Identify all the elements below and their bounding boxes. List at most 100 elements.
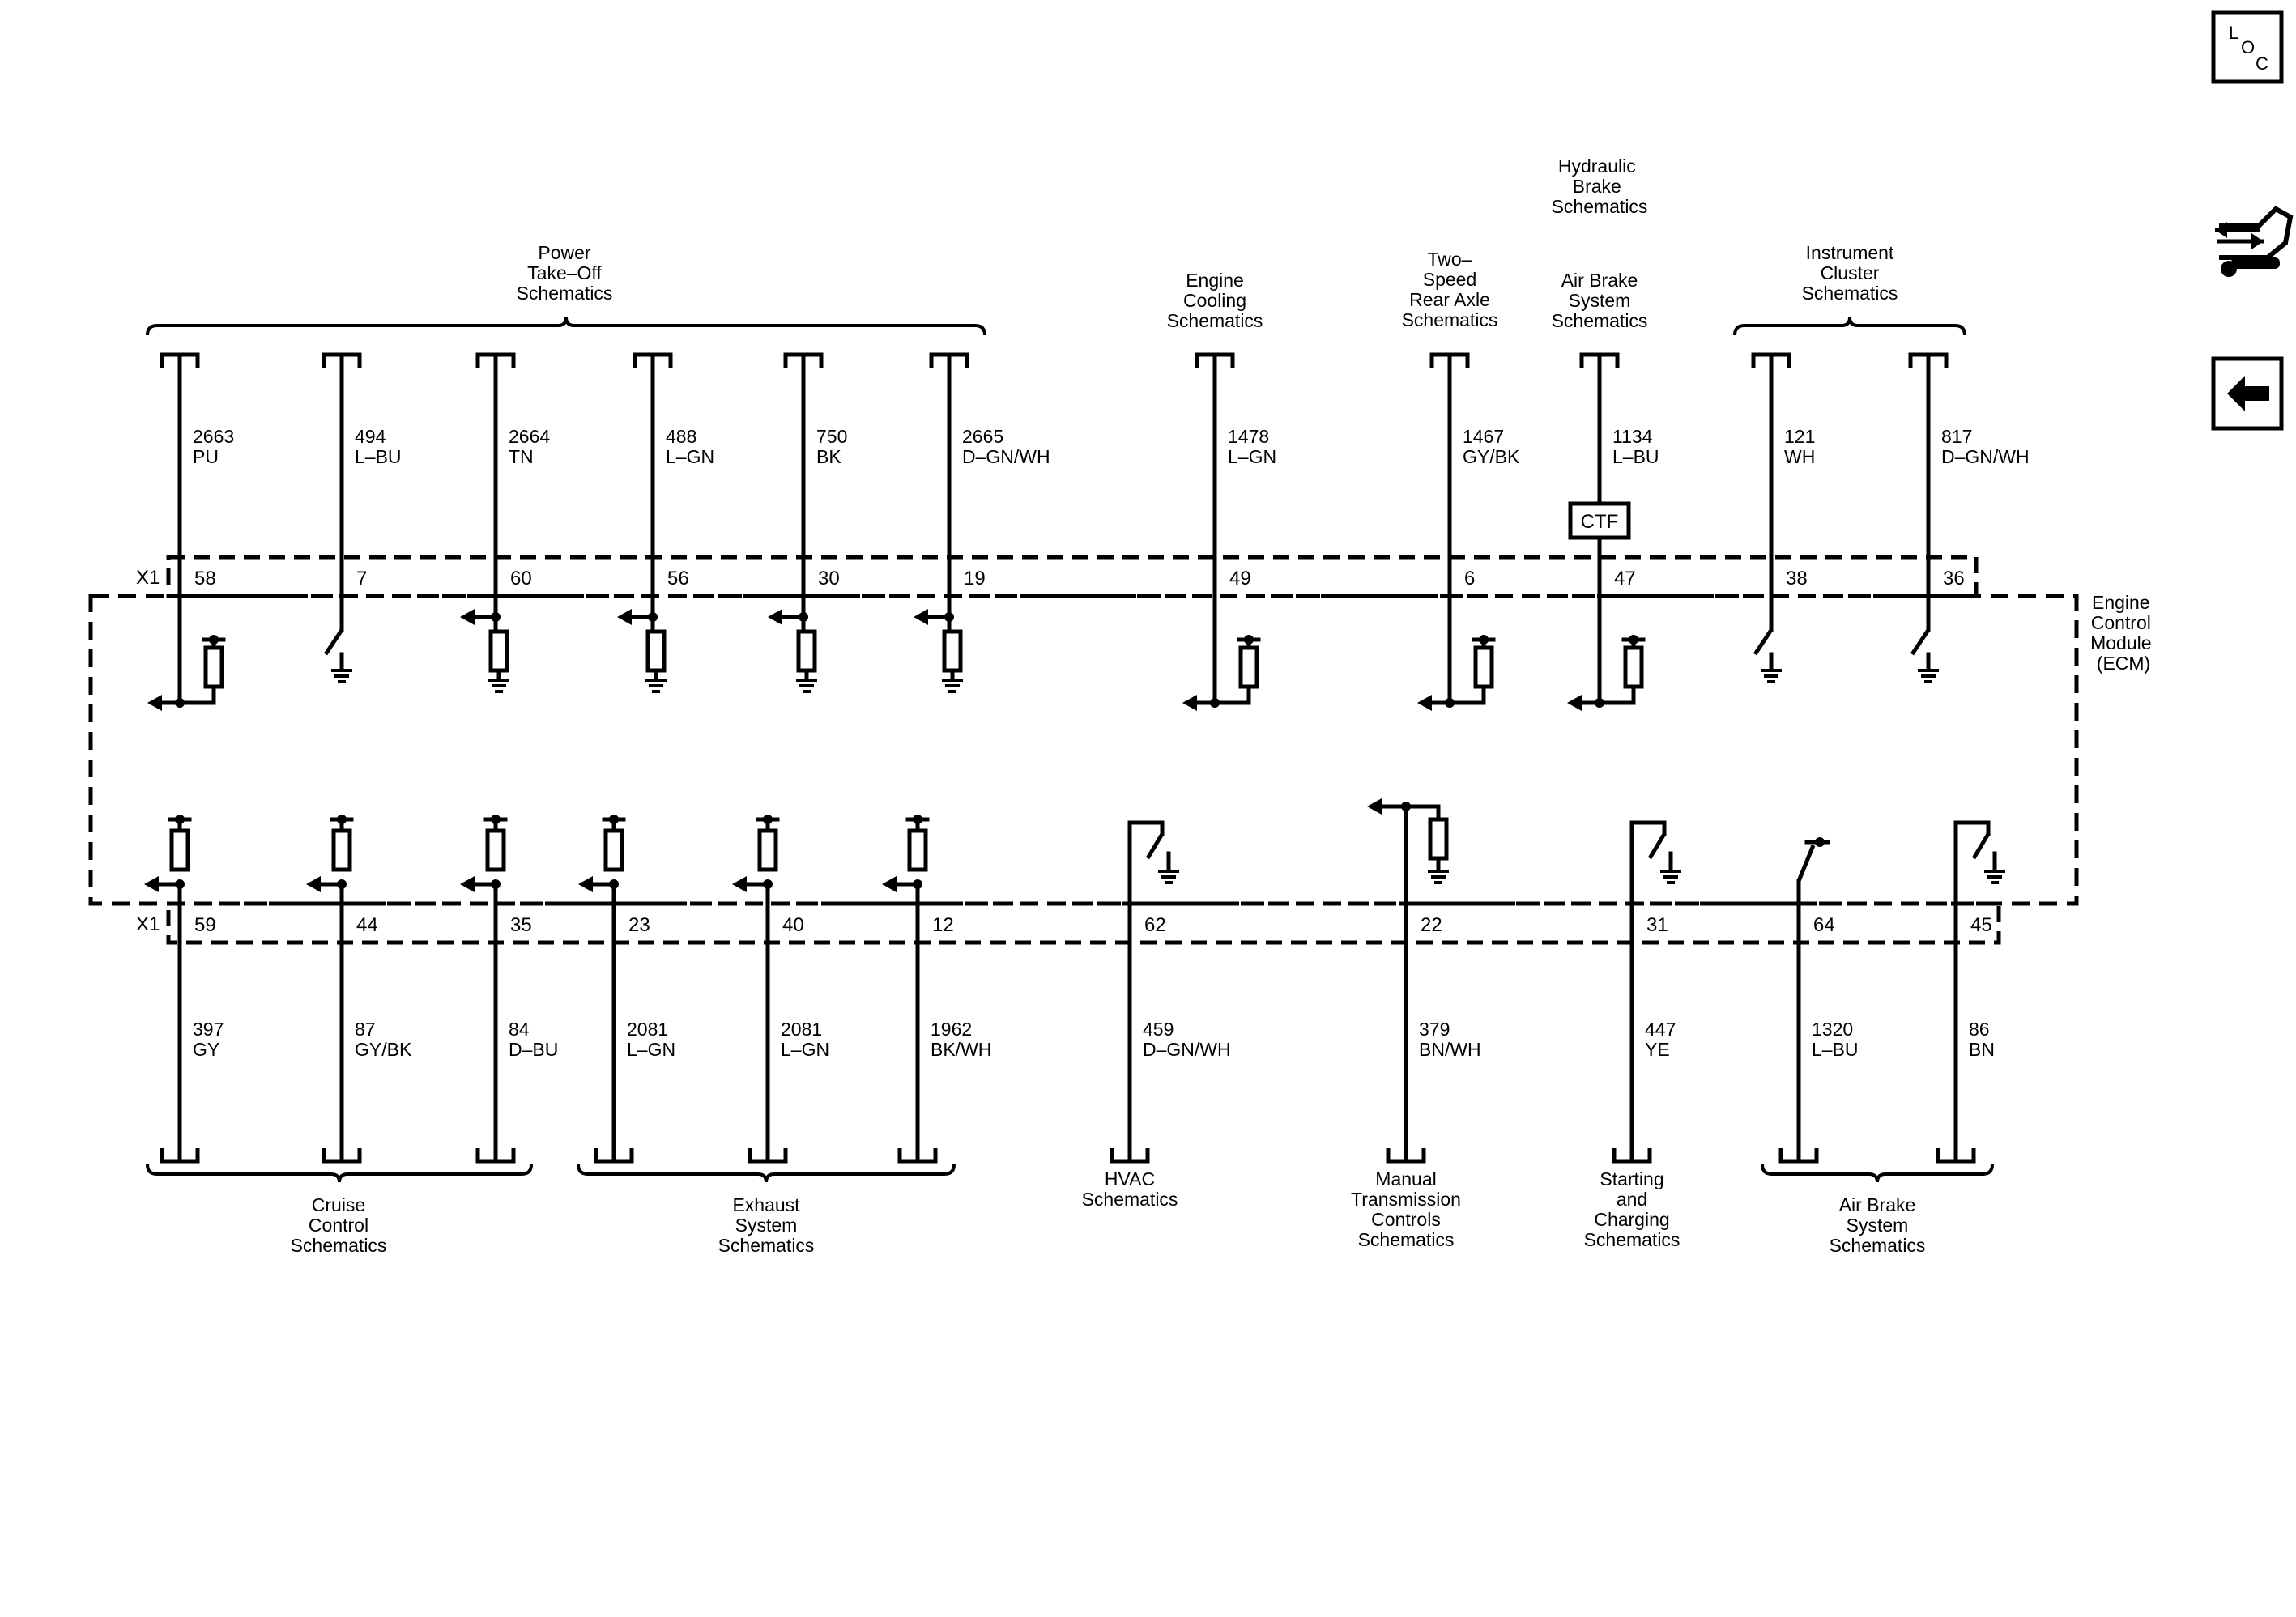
wire-color-code: L–BU xyxy=(1612,446,1659,467)
pin-number: 22 xyxy=(1421,914,1442,936)
wire-circuit-number: 86 xyxy=(1969,1019,1990,1040)
wire-circuit-number: 2663 xyxy=(193,426,234,447)
input-arrow xyxy=(617,609,632,625)
wire-circuit-number: 447 xyxy=(1645,1019,1676,1040)
wire-color-code: BN/WH xyxy=(1419,1039,1481,1060)
top-group-label: Take–Off xyxy=(527,262,602,283)
pullup-resistor xyxy=(1473,645,1494,689)
svg-text:C: C xyxy=(2256,53,2268,74)
supply-node xyxy=(1244,635,1254,645)
loc-button[interactable]: L O C xyxy=(2211,10,2284,84)
pullup-resistor xyxy=(331,828,352,872)
wire-circuit-number: 1467 xyxy=(1463,426,1504,447)
top-group-label: Cooling xyxy=(1183,290,1246,311)
connector-label-top: X1 xyxy=(136,567,160,589)
top-group-label: Schematics xyxy=(1552,310,1648,331)
pin-number: 35 xyxy=(510,914,532,936)
wire-circuit-number: 397 xyxy=(193,1019,224,1040)
supply-node xyxy=(913,815,922,824)
input-arrow xyxy=(1182,695,1197,711)
wire-color-code: L–GN xyxy=(781,1039,829,1060)
top-group-label: Schematics xyxy=(1802,283,1898,304)
pin-number: 40 xyxy=(782,914,804,936)
bottom-group-label: Exhaust xyxy=(732,1194,800,1215)
wire-color-code: D–BU xyxy=(509,1039,558,1060)
switch-contact xyxy=(1796,845,1816,882)
pin-number: 12 xyxy=(932,914,954,936)
switch-contact xyxy=(1910,628,1931,656)
wire-color-code: L–GN xyxy=(666,446,714,467)
wire-color-code: BN xyxy=(1969,1039,1995,1060)
wire-circuit-number: 2081 xyxy=(627,1019,668,1040)
bottom-group-bracket xyxy=(1761,1164,1994,1183)
svg-text:CTF: CTF xyxy=(1581,511,1619,533)
wire-circuit-number: 1962 xyxy=(931,1019,972,1040)
input-arrow xyxy=(306,876,321,892)
pulldown-resistor xyxy=(796,629,817,673)
supply-node xyxy=(491,815,501,824)
back-button[interactable] xyxy=(2211,356,2284,431)
loc-icon: L O C xyxy=(2229,23,2268,74)
wire-color-code: GY/BK xyxy=(1463,446,1520,467)
supply-node xyxy=(1629,635,1638,645)
supply-node xyxy=(209,635,219,645)
bottom-group-label: Manual xyxy=(1375,1168,1436,1189)
input-arrow xyxy=(732,876,747,892)
wire-circuit-number: 2665 xyxy=(962,426,1003,447)
wire-color-code: L–BU xyxy=(355,446,402,467)
top-group-label: Air Brake xyxy=(1561,270,1638,291)
bottom-group-label: Schematics xyxy=(1358,1229,1455,1250)
bottom-group-label: System xyxy=(735,1215,798,1236)
pin-number: 23 xyxy=(628,914,650,936)
pin-number: 44 xyxy=(356,914,378,936)
top-group-label: Schematics xyxy=(1402,309,1498,330)
wire-circuit-number: 488 xyxy=(666,426,696,447)
switch-contact xyxy=(1753,628,1774,656)
pin-number: 19 xyxy=(964,568,986,589)
pin-number: 30 xyxy=(818,568,840,589)
wire-circuit-number: 1134 xyxy=(1612,426,1653,447)
input-arrow xyxy=(1567,695,1582,711)
wire-circuit-number: 87 xyxy=(355,1019,376,1040)
ecm-module-outline xyxy=(88,594,2079,906)
bottom-group-label: Schematics xyxy=(1082,1189,1178,1210)
svg-text:O: O xyxy=(2241,37,2255,57)
wire-color-code: WH xyxy=(1784,446,1815,467)
wire-color-code: BK/WH xyxy=(931,1039,991,1060)
wire-circuit-number: 121 xyxy=(1784,426,1815,447)
ecm-label: Engine Control Module (ECM) xyxy=(2090,592,2157,674)
bottom-group-label: Schematics xyxy=(291,1235,387,1256)
pin-number: 56 xyxy=(667,568,689,589)
top-group-label: System xyxy=(1569,290,1631,311)
bottom-group-label: System xyxy=(1847,1215,1909,1236)
wire-color-code: PU xyxy=(193,446,219,467)
input-arrow xyxy=(578,876,593,892)
wire-color-code: YE xyxy=(1645,1039,1670,1060)
switch-contact xyxy=(1971,832,1991,860)
input-arrow xyxy=(768,609,782,625)
supply-node xyxy=(1479,635,1489,645)
wire-circuit-number: 459 xyxy=(1143,1019,1174,1040)
top-group-label: Rear Axle xyxy=(1409,289,1490,310)
wire-color-code: D–GN/WH xyxy=(1941,446,2030,467)
hydraulic-brake-label: Hydraulic Brake Schematics xyxy=(1552,155,1648,217)
pin-number: 38 xyxy=(1786,568,1808,589)
wire-color-code: L–GN xyxy=(627,1039,675,1060)
bottom-group-label: Controls xyxy=(1371,1209,1441,1230)
pin-number: 58 xyxy=(194,568,216,589)
top-group-label: Power xyxy=(538,242,591,263)
pullup-resistor xyxy=(485,828,506,872)
wire-circuit-number: 2664 xyxy=(509,426,550,447)
svg-text:L: L xyxy=(2229,23,2238,43)
wire-color-code: D–GN/WH xyxy=(1143,1039,1231,1060)
wire-color-code: GY/BK xyxy=(355,1039,412,1060)
input-arrow xyxy=(144,876,159,892)
ctf-box: CTF xyxy=(1568,501,1631,540)
connector-info-button[interactable] xyxy=(2215,206,2294,277)
top-group-label: Speed xyxy=(1423,269,1477,290)
pin-number: 62 xyxy=(1144,914,1166,936)
bottom-group-bracket xyxy=(146,1164,533,1183)
pin-number: 47 xyxy=(1614,568,1636,589)
wire-color-code: BK xyxy=(816,446,841,467)
